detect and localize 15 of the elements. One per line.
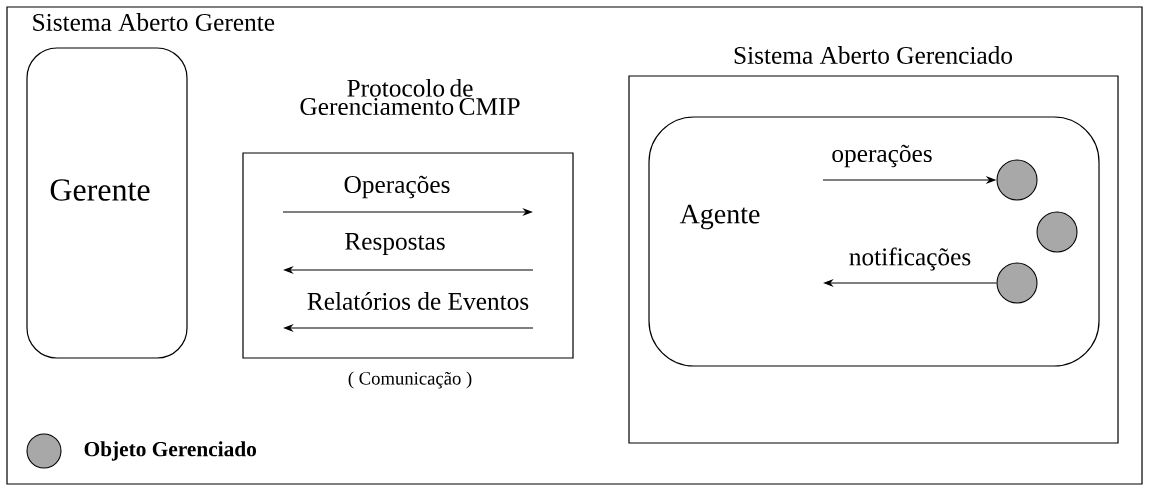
heading: Sistema Aberto Gerente — [33, 13, 275, 31]
edge-label: operações — [830, 143, 934, 169]
message-label: Respostas — [345, 233, 445, 255]
box-label: Agente — [679, 204, 760, 230]
edge-label: notificações — [847, 246, 973, 272]
object-circle — [1036, 211, 1078, 253]
object-circle — [996, 159, 1038, 201]
message-label: Operações — [344, 175, 450, 199]
object-circle — [996, 262, 1038, 304]
heading: Protocolo de Gerenciamento CMIP — [300, 78, 520, 116]
heading: Sistema Aberto Gerenciado — [734, 46, 1013, 64]
box-label: Gerente — [50, 179, 150, 201]
message-label: Relatórios de Eventos — [307, 292, 529, 310]
node-label: ( Comunicação ) — [348, 371, 472, 389]
legend-label: Objeto Gerenciado — [84, 441, 256, 461]
